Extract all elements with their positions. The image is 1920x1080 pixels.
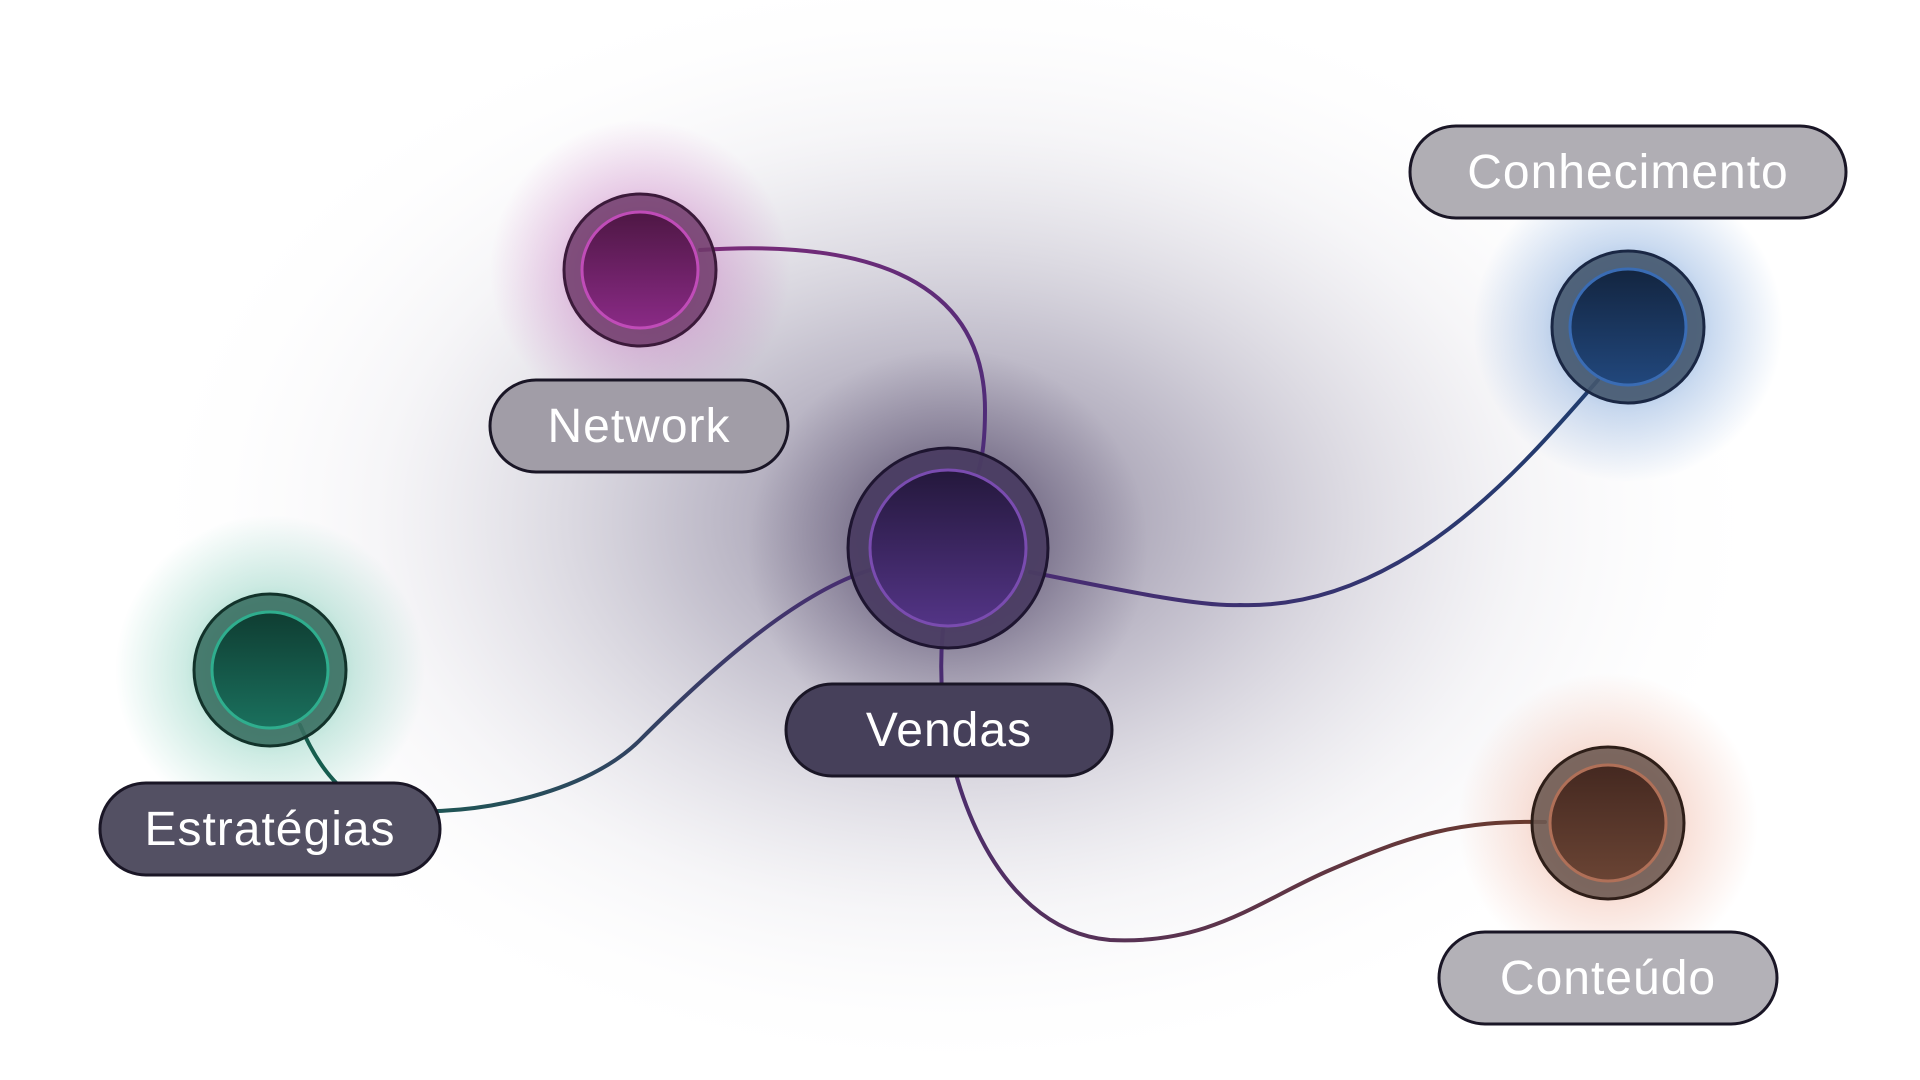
node-conhecimento[interactable]: [1550, 249, 1706, 405]
label-network[interactable]: Network: [488, 378, 790, 474]
label-conhecimento[interactable]: Conhecimento: [1408, 124, 1848, 220]
node-vendas[interactable]: [846, 446, 1050, 650]
edge-vendas-conteudo: [939, 628, 1547, 943]
node-estrategias[interactable]: [192, 592, 348, 748]
conhecimento-pill: [1408, 124, 1848, 220]
network-pill: [488, 378, 790, 474]
node-network[interactable]: [562, 192, 718, 348]
vendas-label: Vendas: [866, 704, 1032, 757]
network-core: [580, 210, 700, 330]
edge-vendas-conhecimento: [1028, 378, 1600, 608]
label-conteudo[interactable]: Conteúdo: [1437, 930, 1779, 1026]
vendas-core: [868, 468, 1028, 628]
estrategias-core: [210, 610, 330, 730]
vendas-pill: [784, 682, 1114, 778]
label-vendas[interactable]: Vendas: [784, 682, 1114, 778]
conteudo-core: [1548, 763, 1668, 883]
conhecimento-core: [1568, 267, 1688, 387]
network-label: Network: [547, 400, 730, 453]
label-estrategias[interactable]: Estratégias: [98, 781, 442, 877]
node-conteudo[interactable]: [1530, 745, 1686, 901]
estrategias-pill: [98, 781, 442, 877]
conhecimento-label: Conhecimento: [1467, 146, 1789, 199]
estrategias-label: Estratégias: [144, 803, 395, 856]
edge-vendas-network: [698, 246, 988, 474]
conteudo-label: Conteúdo: [1500, 952, 1716, 1005]
conteudo-pill: [1437, 930, 1779, 1026]
